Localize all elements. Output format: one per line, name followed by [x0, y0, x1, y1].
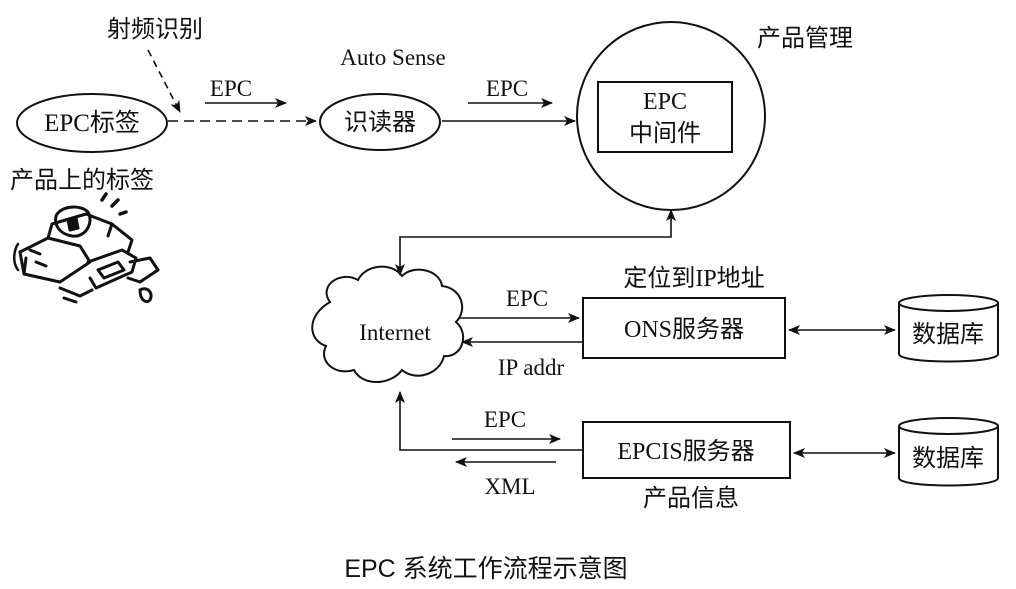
epcis-server-label: EPCIS服务器 [617, 438, 754, 465]
ipaddr-label: IP addr [498, 355, 565, 380]
rfid-label: 射频识别 [107, 16, 203, 43]
tag-on-product-label: 产品上的标签 [10, 167, 154, 194]
internet-epcis-link [395, 391, 583, 451]
epc-label-tag-reader: EPC [210, 76, 252, 101]
product-illustration [13, 192, 160, 304]
rfid-pointer-arrow [147, 49, 181, 113]
epcis-server-box [582, 421, 791, 479]
epc-label-internet-ons: EPC [506, 286, 548, 311]
ons-server-box [582, 297, 786, 359]
diagram-caption: EPC 系统工作流程示意图 [344, 555, 627, 583]
epc-middleware-box [597, 81, 733, 153]
ons-server-label: ONS服务器 [624, 316, 744, 343]
database-2-label: 数据库 [912, 445, 984, 472]
product-management-label: 产品管理 [757, 25, 853, 52]
database-2-cylinder [898, 417, 999, 487]
reader-node [319, 93, 441, 151]
internet-cloud [311, 265, 465, 383]
auto-sense-label: Auto Sense [340, 45, 445, 70]
middleware-internet-link [395, 209, 676, 276]
product-info-label: 产品信息 [643, 485, 739, 512]
locate-ip-label: 定位到IP地址 [623, 265, 764, 292]
epc-tag-label: EPC标签 [44, 109, 140, 137]
database-1-cylinder [898, 294, 999, 363]
epc-label-internet-epcis: EPC [484, 407, 526, 432]
epc-tag-node [16, 93, 168, 153]
middleware-label-line2: 中间件 [629, 120, 701, 147]
internet-label: Internet [359, 320, 431, 345]
database-1-label: 数据库 [912, 321, 984, 348]
xml-label: XML [484, 474, 535, 499]
product-management-circle [576, 21, 766, 211]
epc-label-reader-middleware: EPC [486, 76, 528, 101]
reader-label: 识读器 [344, 109, 416, 136]
middleware-label-line1: EPC [643, 89, 687, 115]
